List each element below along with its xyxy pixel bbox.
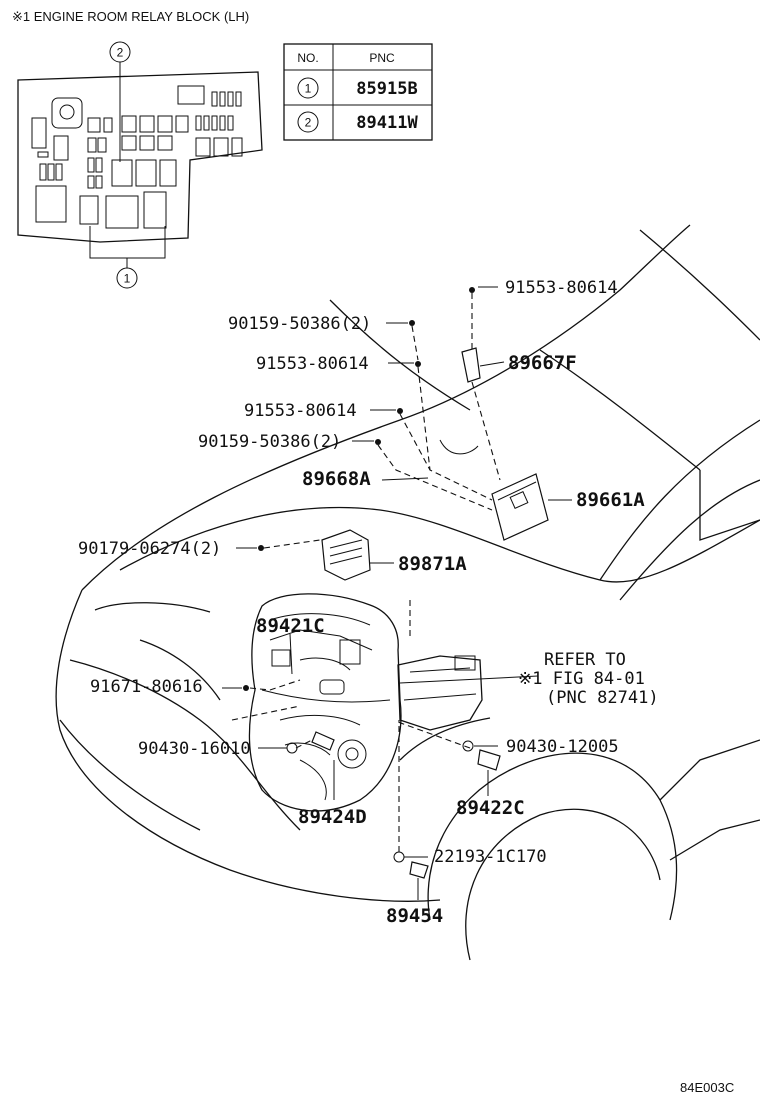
sensor-89422C — [477, 749, 501, 771]
pnc-row-2-no: 2 — [305, 116, 312, 130]
engine-assembly — [248, 593, 483, 812]
label-91671-80616: 91671-80616 — [90, 677, 203, 697]
label-89667F: 89667F — [508, 352, 577, 374]
label-89668A: 89668A — [302, 468, 371, 490]
pnc-header-pnc: PNC — [369, 51, 395, 65]
label-90430-16010: 90430-16010 — [138, 739, 251, 759]
sensor-89424D — [311, 731, 335, 751]
pnc-row-1-pnc: 85915B — [356, 79, 417, 99]
label-90430-12005: 90430-12005 — [506, 737, 619, 757]
ecu-89661A — [491, 473, 549, 541]
relay-block-title: ※1 ENGINE ROOM RELAY BLOCK (LH) — [12, 9, 249, 24]
callout-1-label: 1 — [124, 272, 131, 286]
label-90159-50386-b: 90159-50386(2) — [198, 432, 341, 452]
label-89871A: 89871A — [398, 553, 467, 575]
relay-block-outline — [17, 71, 263, 243]
figure-code: 84E003C — [680, 1080, 734, 1095]
sensor-89454 — [409, 861, 429, 879]
leader-lines — [222, 286, 572, 900]
vehicle-body-outline — [55, 224, 760, 961]
label-90159-50386-a: 90159-50386(2) — [228, 314, 371, 334]
label-22193-1C170: 22193-1C170 — [434, 847, 547, 867]
label-90179-06274: 90179-06274(2) — [78, 539, 221, 559]
callout-circle-1 — [116, 267, 138, 289]
pnc-table: NO. PNC 1 85915B 2 89411W — [283, 43, 433, 141]
label-89424D: 89424D — [298, 806, 367, 828]
callout-2-label: 2 — [117, 46, 124, 60]
relay-block-slots — [31, 85, 243, 229]
pnc-row-2-pnc: 89411W — [356, 113, 418, 133]
pnc-header-no: NO. — [297, 51, 318, 65]
label-91553-80614-low: 91553-80614 — [244, 401, 357, 421]
label-91553-80614-top: 91553-80614 — [505, 278, 618, 298]
label-91553-80614-mid: 91553-80614 — [256, 354, 369, 374]
label-89421C: 89421C — [256, 615, 325, 637]
pnc-table-frame — [283, 43, 433, 141]
label-refer-pnc: (PNC 82741) — [546, 688, 659, 708]
pnc-row-1-no: 1 — [305, 82, 312, 96]
label-89661A: 89661A — [576, 489, 645, 511]
label-refer-to: REFER TO — [544, 650, 626, 670]
label-89422C: 89422C — [456, 797, 525, 819]
connector-89871A — [321, 529, 371, 581]
label-89454: 89454 — [386, 905, 443, 927]
relay-block-inset: ※1 ENGINE ROOM RELAY BLOCK (LH) — [12, 9, 263, 289]
bracket-89667F — [461, 347, 481, 383]
label-refer-fig: ※1 FIG 84-01 — [518, 669, 645, 689]
part-labels: 91553-80614 90159-50386(2) 91553-80614 8… — [78, 278, 659, 927]
